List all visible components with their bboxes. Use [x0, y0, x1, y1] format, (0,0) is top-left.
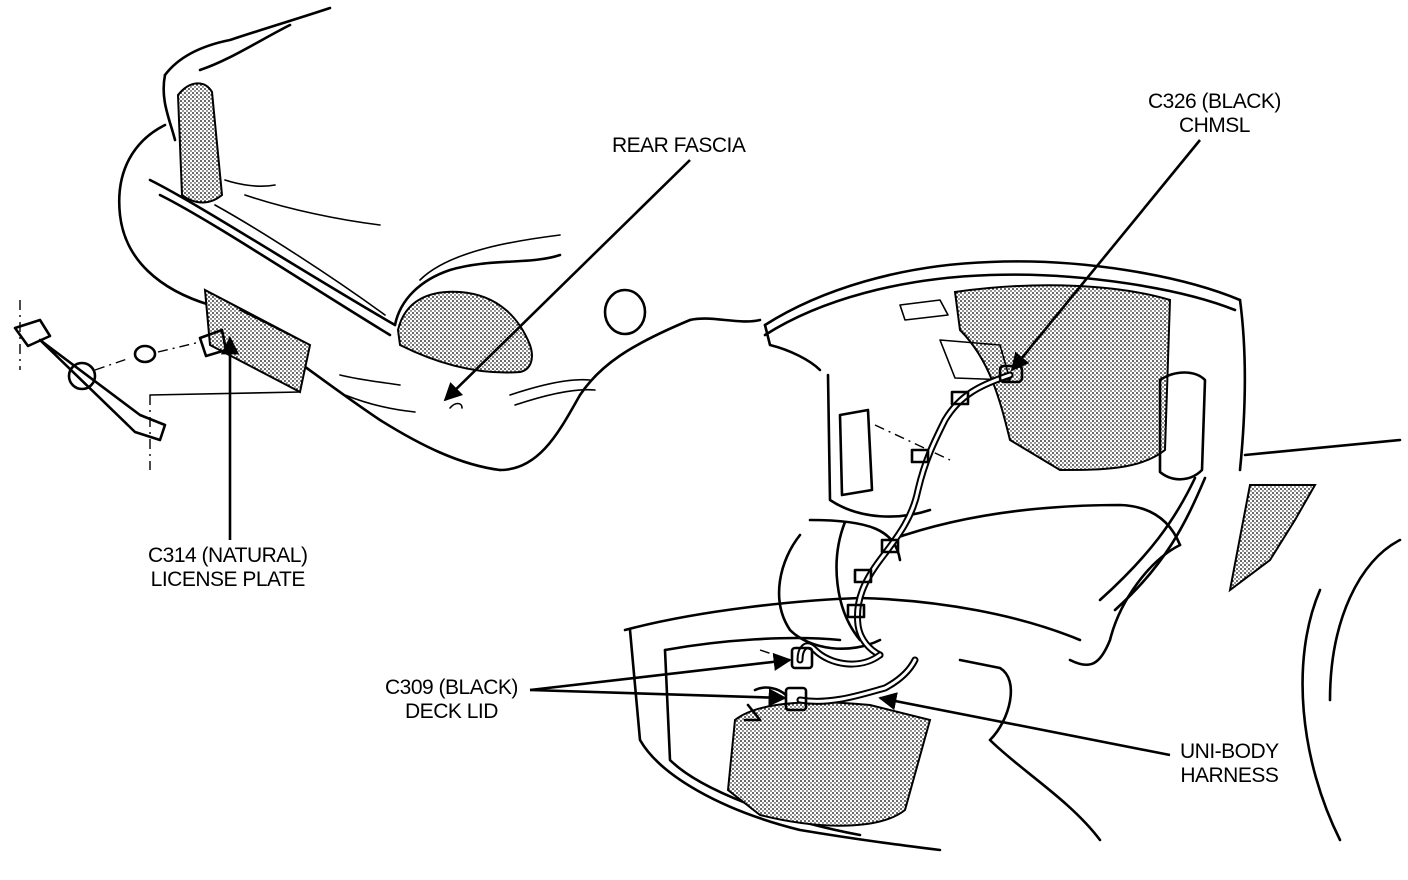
uni-body-harness-label-line1: UNI-BODY	[1180, 740, 1279, 763]
license-plate-label-line1: C314 (NATURAL)	[148, 544, 308, 567]
chmsl-label-line1: C326 (BLACK)	[1148, 90, 1281, 113]
license-plate-lamp	[13, 300, 301, 470]
license-plate-label: C314 (NATURAL) LICENSE PLATE	[148, 544, 308, 592]
chmsl-label-line2: CHMSL	[1178, 114, 1251, 137]
uni-body-harness-label-line2: HARNESS	[1180, 764, 1279, 787]
deck-lid-label-line2: DECK LID	[405, 700, 498, 723]
wire-harness	[743, 364, 1024, 722]
license-plate-label-line2: LICENSE PLATE	[150, 568, 306, 591]
leader-lines	[220, 139, 1202, 757]
deck-lid-label: C309 (BLACK) DECK LID	[385, 676, 518, 724]
chmsl-label: C326 (BLACK) CHMSL	[1148, 90, 1281, 138]
rear-fascia-drawing	[117, 6, 762, 472]
rear-fascia-label: REAR FASCIA	[612, 134, 746, 158]
deck-lid-label-line1: C309 (BLACK)	[385, 676, 518, 699]
trunk-drawing	[623, 260, 1402, 852]
uni-body-harness-label: UNI-BODY HARNESS	[1180, 740, 1279, 788]
rear-fascia-label-line1: REAR FASCIA	[612, 134, 746, 157]
